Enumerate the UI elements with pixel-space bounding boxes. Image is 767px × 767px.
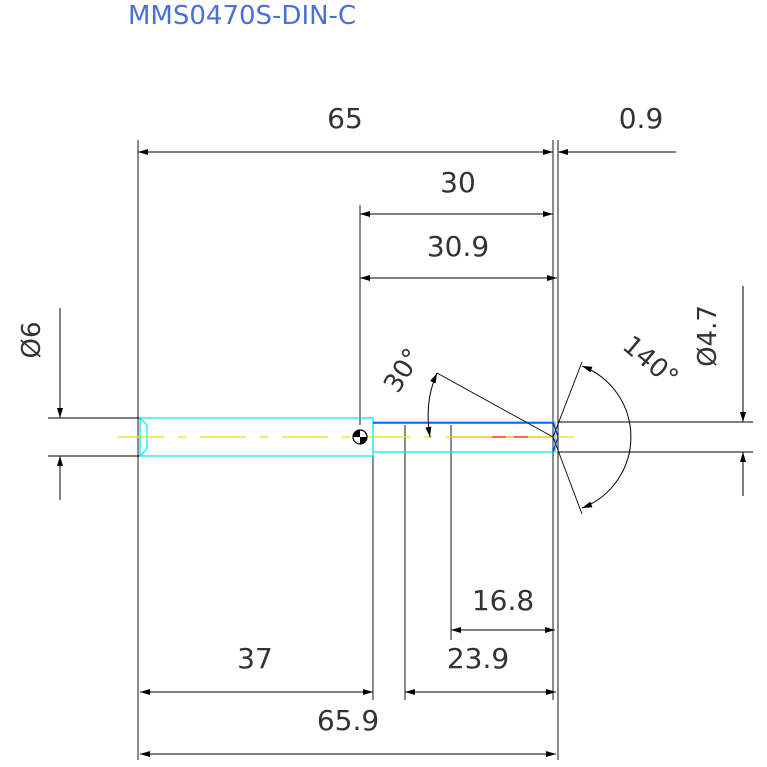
- tool-shank: [139, 417, 374, 457]
- dim-label-65-9: 65.9: [317, 704, 379, 737]
- tip-line-upper: [552, 361, 583, 438]
- dim-label-30: 30: [440, 166, 476, 199]
- dim-label-30-9: 30.9: [427, 230, 489, 263]
- dim-label-16-8: 16.8: [472, 584, 534, 617]
- shank-chamfer-bottom: [139, 448, 148, 457]
- tip-line-lower: [552, 436, 583, 515]
- tip-edge-bottom: [552, 436, 559, 453]
- dim-label-37: 37: [237, 642, 273, 675]
- helix-ref-line: [436, 372, 554, 438]
- center-mark-fill-a: [353, 430, 360, 437]
- dim-label-30deg: 30°: [378, 343, 428, 398]
- dim-label-65: 65: [327, 102, 363, 135]
- angle-arc-140: [581, 365, 632, 509]
- angle-arc-30: [425, 372, 438, 438]
- dim-label-23-9: 23.9: [447, 642, 509, 675]
- dim-label-140deg: 140°: [617, 330, 684, 393]
- dim-label-dia47: Ø4.7: [693, 305, 723, 367]
- dim-label-0-9: 0.9: [619, 102, 664, 135]
- dim-label-dia6: Ø6: [17, 321, 47, 358]
- center-mark-fill-b: [360, 437, 367, 444]
- drawing-title: MMS0470S-DIN-C: [128, 1, 356, 31]
- tip-edge-top: [552, 421, 559, 438]
- shank-chamfer-top: [139, 417, 148, 426]
